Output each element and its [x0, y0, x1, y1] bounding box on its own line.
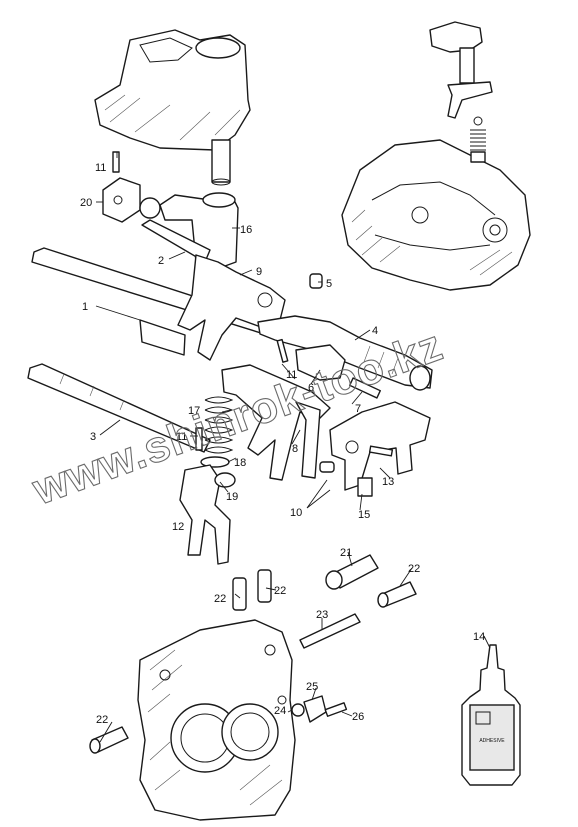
- shift-fork-9: [177, 254, 286, 361]
- plug-22-right: [377, 581, 417, 608]
- callout-11-lower: 11: [176, 431, 187, 443]
- pins-10: [319, 461, 335, 473]
- selector-shaft-3: [27, 363, 211, 453]
- selector-housing: [94, 29, 251, 186]
- callout-11-mid: 11: [286, 369, 297, 381]
- callout-23: 23: [316, 609, 328, 621]
- callout-12: 12: [172, 521, 184, 533]
- callout-3: 3: [90, 431, 96, 443]
- gearbox-housing-inset: [341, 21, 531, 291]
- callout-9: 9: [256, 266, 262, 278]
- callout-13: 13: [382, 476, 394, 488]
- shift-lever-16: [159, 192, 239, 271]
- selector-block-20: [102, 177, 161, 223]
- bolt-7: [349, 377, 381, 399]
- callout-15: 15: [358, 509, 370, 521]
- callout-18: 18: [234, 457, 246, 469]
- plug-22-left: [89, 726, 129, 754]
- callout-7: 7: [355, 403, 361, 415]
- bottle-label: ADHESIVE: [479, 738, 505, 744]
- shift-fork-8: [221, 364, 331, 481]
- fork-rod-4: [257, 315, 433, 391]
- callout-19: 19: [226, 491, 238, 503]
- callout-25: 25: [306, 681, 318, 693]
- plugs-22-pair: [232, 569, 272, 611]
- bolt-26: [324, 702, 348, 717]
- pin-21: [325, 554, 379, 590]
- shift-fork-12: [179, 464, 236, 565]
- callout-21: 21: [340, 547, 352, 559]
- spring-17: [204, 396, 234, 454]
- callout-22-left: 22: [96, 714, 108, 726]
- pin-11-lower: [195, 427, 203, 451]
- detent-6: [295, 344, 346, 381]
- callout-5: 5: [326, 278, 332, 290]
- pin-11-mid: [276, 338, 289, 363]
- transmission-casing: [137, 619, 296, 821]
- callout-22-right: 22: [408, 563, 420, 575]
- callout-22-mid-left: 22: [214, 593, 226, 605]
- callout-24: 24: [274, 705, 286, 717]
- callout-14: 14: [473, 631, 485, 643]
- callout-10: 10: [290, 507, 302, 519]
- clip-24-25: [291, 695, 327, 723]
- callout-22-mid-right: 22: [274, 585, 286, 597]
- callout-16: 16: [240, 224, 252, 236]
- bracket-13: [329, 401, 431, 497]
- callout-17: 17: [188, 405, 200, 417]
- pin-11-top: [112, 151, 120, 173]
- callout-11-top: 11: [95, 162, 106, 174]
- shaft-2: [141, 219, 211, 263]
- leader-lines: [95, 152, 491, 743]
- callout-26: 26: [352, 711, 364, 723]
- pin-5: [309, 273, 323, 289]
- callout-4: 4: [372, 325, 378, 337]
- rod-23: [299, 613, 361, 649]
- callout-8: 8: [292, 443, 298, 455]
- adhesive-bottle-14: ADHESIVE: [461, 644, 521, 786]
- callout-6: 6: [308, 382, 314, 394]
- callout-1: 1: [82, 301, 88, 313]
- callout-numbers: 1 2 3 4 5 6 7 8 9 10 11 11 11 12 13 14 1…: [80, 162, 485, 726]
- callout-20: 20: [80, 197, 92, 209]
- callout-2: 2: [158, 255, 164, 267]
